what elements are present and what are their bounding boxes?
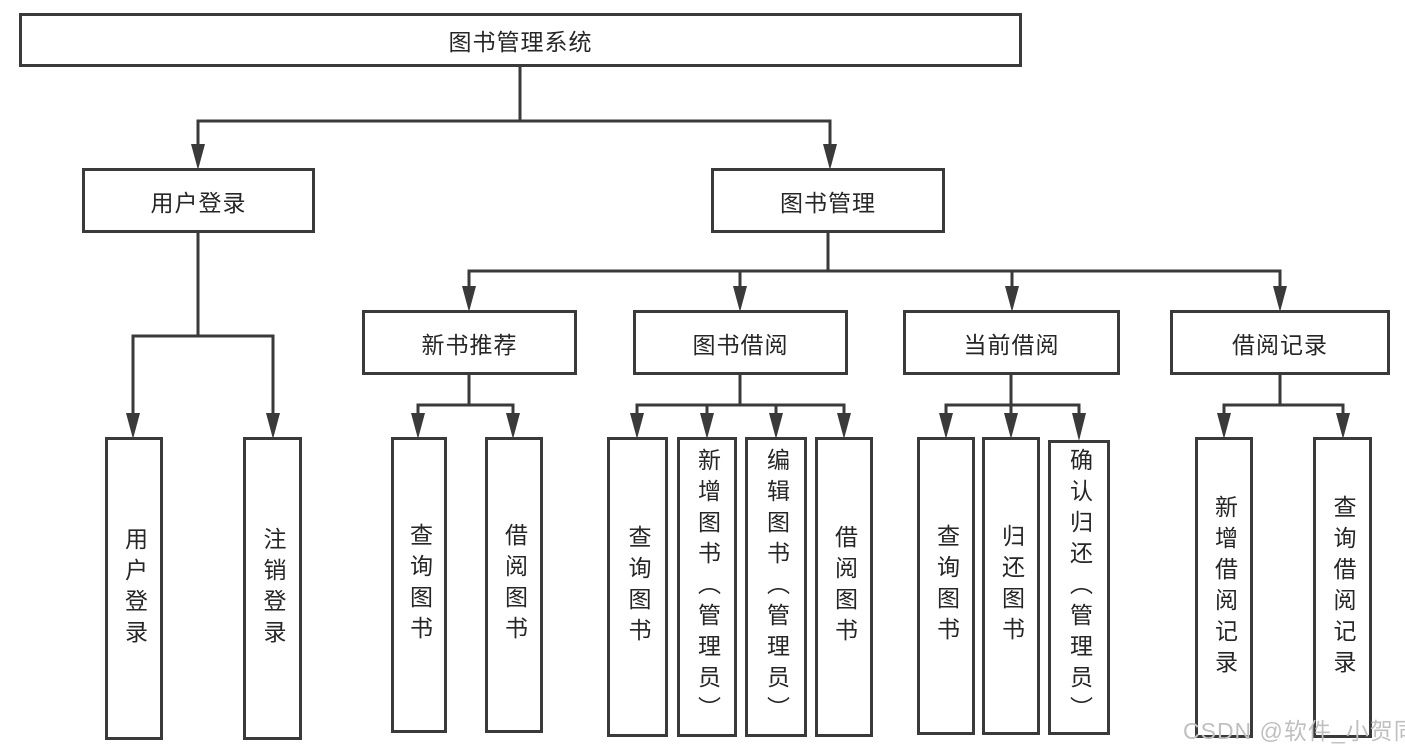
arrowhead-icon	[126, 413, 140, 439]
node-query-books-current: 查询图书	[917, 437, 975, 735]
node-current-borrowing-label: 当前借阅	[963, 331, 1060, 358]
node-book-management: 图书管理	[711, 168, 945, 233]
arrowhead-icon	[1004, 413, 1018, 439]
arrowhead-icon	[939, 413, 953, 439]
arrowhead-icon	[191, 144, 205, 170]
arrowhead-icon	[837, 413, 851, 439]
csdn-watermark: CSDN @软件_小贺同学	[1183, 718, 1405, 744]
node-edit-books-admin: 编辑图书（管理员）	[745, 437, 807, 737]
node-borrowing-records: 借阅记录	[1170, 310, 1390, 375]
node-confirm-return-admin-label: 确认归还（管理员）	[1066, 448, 1093, 727]
node-borrow-books-label: 借阅图书	[831, 525, 858, 649]
node-add-borrow-record: 新增借阅记录	[1195, 437, 1253, 738]
arrowhead-icon	[1005, 286, 1019, 312]
arrowhead-icon	[700, 413, 714, 439]
node-return-books-label: 归还图书	[998, 524, 1025, 648]
node-user-login-label: 用户登录	[150, 189, 247, 216]
node-edit-books-admin-label: 编辑图书（管理员）	[763, 447, 790, 727]
arrowhead-icon	[506, 413, 520, 439]
connector-user-login-to-leaves	[126, 231, 280, 439]
node-library-system-label: 图书管理系统	[448, 29, 593, 55]
node-logout: 注销登录	[243, 437, 302, 740]
connector-current-to-leaves	[939, 373, 1086, 441]
node-borrow-books: 借阅图书	[815, 437, 873, 737]
node-query-books-borrowing: 查询图书	[607, 437, 668, 737]
node-logout-label: 注销登录	[260, 526, 286, 651]
node-add-borrow-record-label: 新增借阅记录	[1211, 494, 1238, 681]
node-borrow-books-recommend: 借阅图书	[485, 437, 543, 733]
node-user-login-leaf: 用户登录	[105, 437, 163, 740]
node-return-books: 归还图书	[982, 437, 1040, 735]
node-new-book-recommendation: 新书推荐	[362, 310, 577, 375]
node-user-login: 用户登录	[82, 168, 315, 233]
node-borrowing-records-label: 借阅记录	[1232, 331, 1328, 358]
node-book-management-label: 图书管理	[780, 189, 876, 216]
node-query-borrow-record: 查询借阅记录	[1313, 437, 1372, 738]
arrowhead-icon	[1217, 413, 1231, 439]
arrowhead-icon	[630, 413, 644, 439]
arrowhead-icon	[411, 413, 425, 439]
node-library-system: 图书管理系统	[19, 13, 1022, 67]
connector-records-to-leaves	[1217, 373, 1350, 439]
node-book-borrowing-label: 图书借阅	[692, 331, 789, 358]
connector-borrowing-to-leaves	[630, 373, 851, 439]
node-confirm-return-admin: 确认归还（管理员）	[1048, 440, 1110, 735]
node-current-borrowing: 当前借阅	[903, 310, 1120, 375]
arrowhead-icon	[823, 144, 837, 170]
connector-root-to-branches	[191, 64, 837, 170]
node-query-books-recommend-label: 查询图书	[406, 523, 433, 647]
node-book-borrowing: 图书借阅	[633, 310, 848, 375]
node-query-borrow-record-label: 查询借阅记录	[1330, 494, 1356, 681]
node-borrow-books-recommend-label: 借阅图书	[501, 523, 528, 647]
node-query-books-borrowing-label: 查询图书	[625, 525, 651, 649]
arrowhead-icon	[1273, 286, 1287, 312]
arrowhead-icon	[266, 413, 280, 439]
arrowhead-icon	[769, 413, 783, 439]
node-add-books-admin-label: 新增图书（管理员）	[694, 447, 721, 727]
connector-newbook-to-leaves	[411, 373, 520, 439]
arrowhead-icon	[733, 286, 747, 312]
node-query-books-recommend: 查询图书	[391, 437, 447, 733]
arrowhead-icon	[1336, 413, 1350, 439]
node-query-books-current-label: 查询图书	[933, 524, 960, 648]
arrowhead-icon	[1072, 413, 1086, 441]
node-add-books-admin: 新增图书（管理员）	[677, 437, 737, 737]
node-new-book-recommendation-label: 新书推荐	[421, 331, 518, 358]
arrowhead-icon	[462, 286, 476, 312]
node-user-login-leaf-label: 用户登录	[121, 526, 148, 651]
connector-book-mgmt-to-sections	[462, 231, 1287, 312]
